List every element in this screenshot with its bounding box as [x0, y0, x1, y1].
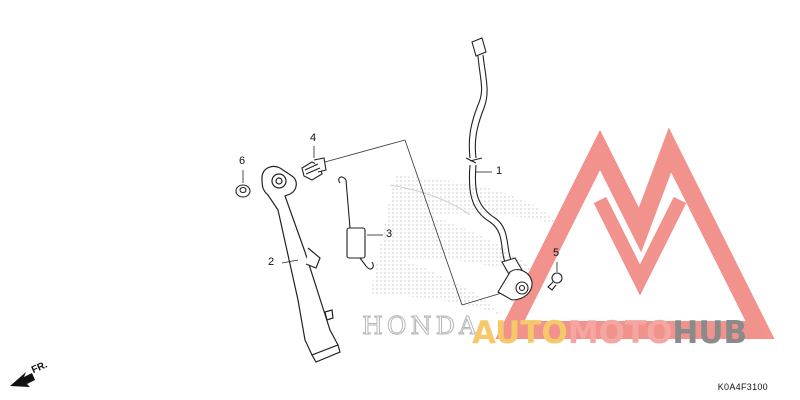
leader-line-2 — [281, 259, 299, 264]
nut-6 — [235, 184, 251, 198]
spring-3 — [338, 176, 374, 270]
automotohub-watermark: AUTOMOTOHUB — [472, 318, 747, 349]
honda-wing-logo — [370, 175, 560, 315]
watermark-part-auto: AUTO — [472, 315, 568, 351]
pivot-bolt-4 — [301, 157, 327, 181]
bolt-5 — [547, 272, 563, 291]
front-direction-arrow-icon — [10, 372, 35, 387]
side-stand-switch — [465, 37, 533, 301]
side-stand — [261, 165, 341, 363]
assembly-frame-lines — [324, 139, 506, 306]
honda-logo-text: HONDA — [362, 312, 480, 340]
callout-2: 2 — [268, 256, 275, 268]
callout-4: 4 — [310, 132, 317, 144]
callout-5: 5 — [553, 247, 560, 259]
watermark-part-moto: MOTO — [567, 315, 673, 351]
diagram-code: K0A4F3100 — [717, 382, 768, 392]
callout-6: 6 — [239, 155, 246, 167]
callout-1: 1 — [496, 165, 503, 177]
automotohub-logo-icon — [495, 127, 775, 339]
callout-3: 3 — [386, 228, 393, 240]
watermark-part-hub: HUB — [672, 315, 748, 351]
